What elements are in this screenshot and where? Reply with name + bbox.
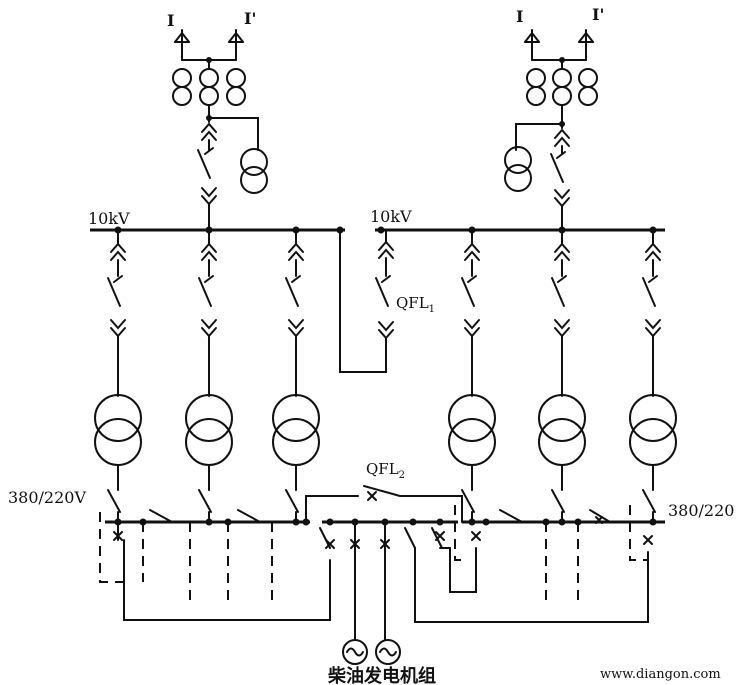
feeder-2 bbox=[185, 229, 233, 491]
lv-outgoing-feeders bbox=[99, 505, 653, 641]
feeder-5 bbox=[538, 229, 586, 491]
feeder-1 bbox=[94, 229, 142, 491]
feeder-3 bbox=[272, 229, 320, 491]
incoming-section-right bbox=[504, 29, 598, 231]
label-qfl1: QFL1 bbox=[396, 294, 435, 315]
watermark: www.diangon.com bbox=[600, 667, 721, 682]
label-incoming-right-1: I bbox=[516, 7, 523, 26]
label-generator: 柴油发电机组 bbox=[327, 665, 436, 685]
label-hv-bus-left: 10kV bbox=[88, 209, 130, 228]
diesel-generators bbox=[342, 639, 401, 665]
label-incoming-left-1: I bbox=[167, 11, 174, 30]
incoming-section-left bbox=[172, 29, 268, 231]
label-hv-bus-right: 10kV bbox=[370, 207, 412, 226]
lv-busbars bbox=[105, 509, 665, 526]
feeder-4 bbox=[448, 229, 496, 491]
label-incoming-left-2: I' bbox=[244, 9, 256, 28]
lv-tie-breaker bbox=[305, 485, 463, 523]
hv-tie-breaker bbox=[339, 229, 394, 373]
lv-incoming-breakers bbox=[107, 489, 656, 523]
label-lv-bus-right: 380/220 bbox=[668, 501, 734, 520]
label-lv-bus-left: 380/220V bbox=[8, 488, 86, 507]
label-incoming-right-2: I' bbox=[592, 5, 604, 24]
feeder-6 bbox=[629, 229, 677, 491]
label-qfl2: QFL2 bbox=[366, 460, 405, 481]
